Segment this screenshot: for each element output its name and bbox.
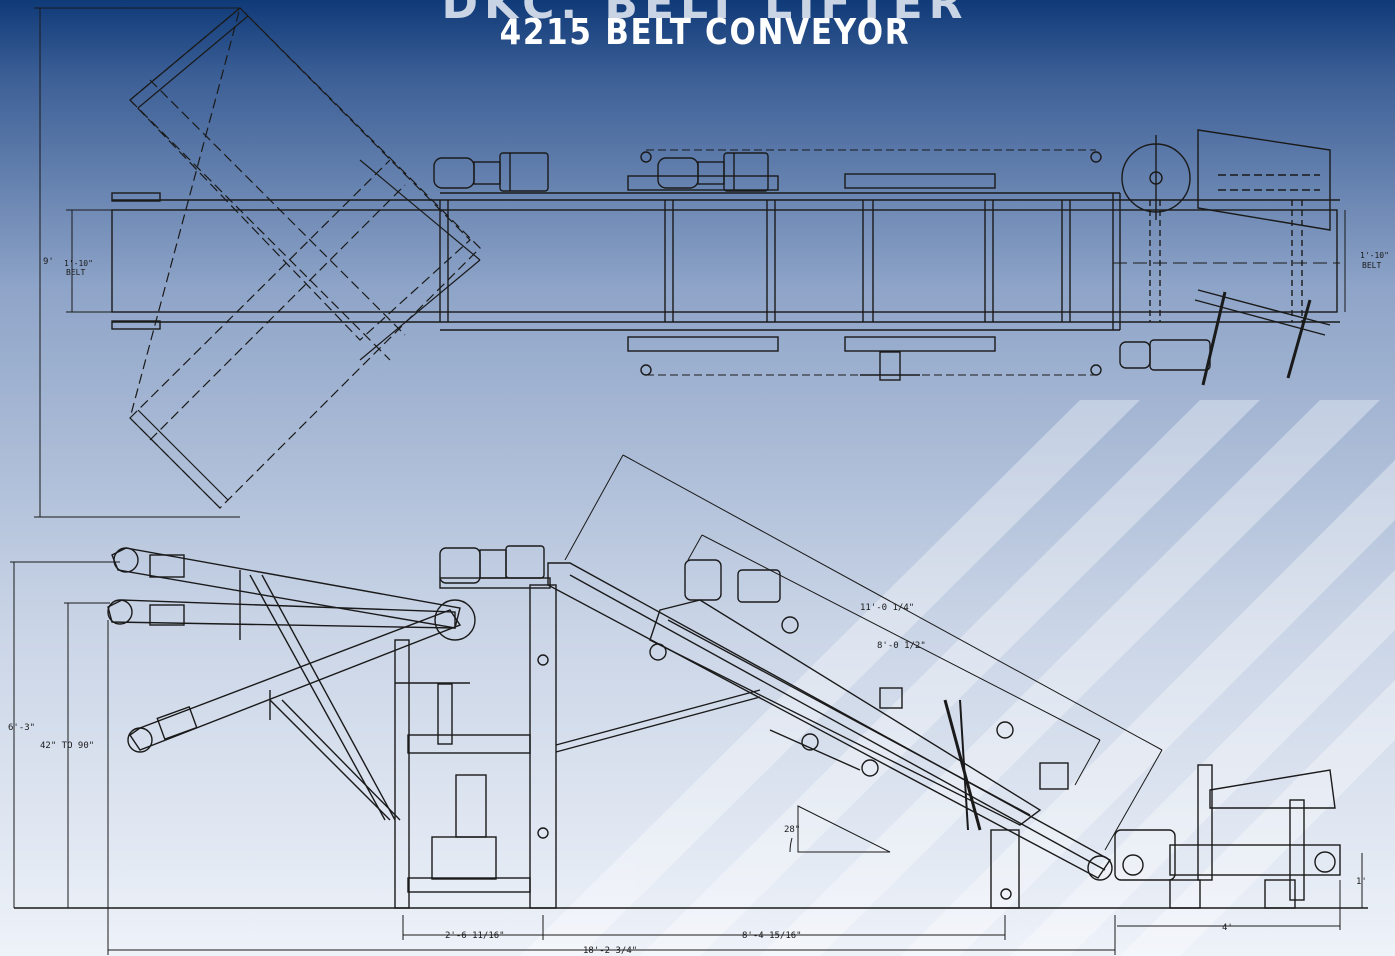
angle-indicator: 28" bbox=[784, 805, 891, 853]
plan-swing-positions bbox=[129, 6, 481, 509]
short-frame-length-label: 8'-0 1/2" bbox=[877, 641, 926, 651]
side-drive-motor bbox=[439, 545, 551, 589]
incline-conveyor bbox=[547, 559, 1113, 881]
side-discharge-assembly bbox=[1114, 764, 1341, 909]
side-overall-height-label: 6'-3" bbox=[8, 723, 35, 733]
brand-ghost-text: DKC. BELT LIFTER bbox=[441, 0, 969, 29]
plan-cross-members bbox=[439, 193, 1303, 330]
incline-angle-label: 28" bbox=[784, 825, 800, 835]
adjustable-height-label: 42" TO 90" bbox=[40, 741, 94, 751]
incline-dimensions: 11'-0 1/4" 8'-0 1/2" bbox=[564, 454, 1163, 851]
right-belt-label: BELT bbox=[1362, 261, 1381, 270]
title-banner: DKC. BELT LIFTER 4215 BELT CONVEYOR bbox=[0, 0, 1395, 53]
overall-length-label: 18'-2 3/4" bbox=[583, 946, 637, 956]
discharge-hopper bbox=[1119, 129, 1331, 386]
bottom-dimensions: 2'-6 11/16" 8'-4 15/16" 18'-2 3/4" 4' 1' bbox=[107, 620, 1367, 956]
pivot-pulley bbox=[434, 599, 476, 641]
support-frames bbox=[394, 584, 1020, 909]
right-belt-width-label: 1'-10" bbox=[1360, 251, 1389, 260]
left-belt-label: BELT bbox=[66, 268, 85, 277]
plan-view: 9' 1'-10" BELT 1'-10" BELT bbox=[34, 6, 1389, 518]
dim-b-label: 8'-4 15/16" bbox=[742, 931, 802, 941]
plan-belt bbox=[111, 209, 1338, 313]
tail-length-label: 4' bbox=[1222, 923, 1233, 933]
drive-motor-1 bbox=[433, 152, 549, 192]
dim-a-label: 2'-6 11/16" bbox=[445, 931, 505, 941]
left-belt-width-label: 1'-10" bbox=[64, 259, 93, 268]
tail-height-label: 1' bbox=[1356, 877, 1367, 887]
plan-height-label: 9' bbox=[43, 257, 54, 267]
drive-motor-2 bbox=[627, 152, 779, 192]
page-title: 4215 BELT CONVEYOR bbox=[499, 12, 911, 53]
background-stripes bbox=[520, 400, 1395, 956]
plan-stanchions bbox=[627, 149, 1102, 381]
head-drum-pulley bbox=[1121, 135, 1191, 220]
long-frame-length-label: 11'-0 1/4" bbox=[860, 603, 914, 613]
tail-conveyor-positions bbox=[107, 547, 476, 821]
side-view: 6'-3" 42" TO 90" bbox=[8, 454, 1368, 956]
